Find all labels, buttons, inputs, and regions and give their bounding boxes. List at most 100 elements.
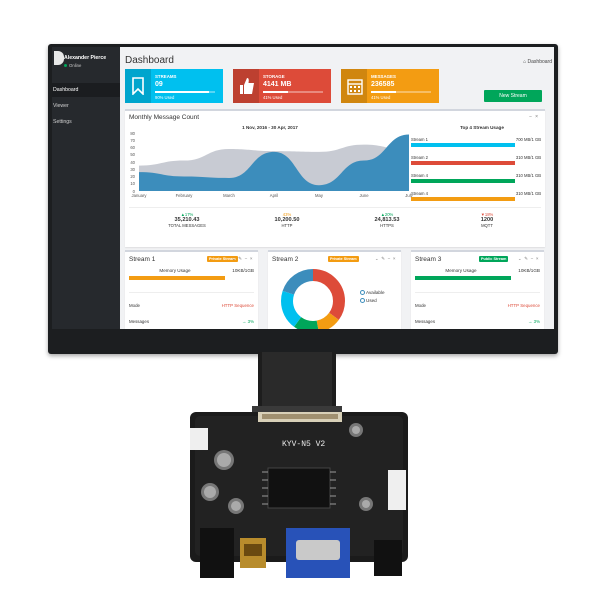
x-tick-label: April xyxy=(269,193,279,198)
sidebar-item-label: Settings xyxy=(53,119,72,125)
memory-label: Memory Usage xyxy=(159,268,191,273)
minimize-icon[interactable]: − xyxy=(530,256,536,261)
close-icon[interactable]: × xyxy=(535,256,541,261)
x-tick-label: January xyxy=(131,193,147,198)
footer-stat-number: 35,210.43 xyxy=(174,217,200,223)
footer-stat-change: ▼18% xyxy=(480,212,494,217)
chevron-down-icon[interactable]: ⌄ xyxy=(517,256,525,261)
footer-stat-caption: TOTAL MESSAGES xyxy=(168,223,206,228)
stream-badge: Public Stream xyxy=(479,256,509,262)
legend-label: Available xyxy=(366,290,385,295)
card-tools[interactable]: ⌄✎−× xyxy=(375,256,398,262)
y-tick-label: 20 xyxy=(130,174,135,179)
close-icon[interactable]: × xyxy=(249,256,255,261)
y-tick-label: 50 xyxy=(130,152,135,158)
sidebar-item-settings[interactable]: Settings xyxy=(52,115,120,129)
usage-value: 700 MB/1 GB xyxy=(515,137,541,142)
usage-value: 310 MB/1 GB xyxy=(515,191,541,196)
usage-name: Stream 1 xyxy=(411,137,428,142)
stat-box-storage[interactable]: STORAGE 4141 MB 41% Used xyxy=(233,69,331,103)
stat-label: STORAGE xyxy=(263,74,285,79)
usage-bar-fill xyxy=(411,179,515,183)
close-icon[interactable]: × xyxy=(392,256,398,261)
breadcrumb[interactable]: ⌂ Dashboard xyxy=(523,59,552,65)
online-dot-icon xyxy=(64,64,67,68)
stat-icon-cell xyxy=(233,69,259,103)
card-title: Stream 3 xyxy=(415,256,442,263)
y-tick-label: 0 xyxy=(132,188,135,194)
sidebar-item-viewer[interactable]: Viewer xyxy=(52,99,120,113)
footer-stat-change: 43% xyxy=(282,212,292,217)
card-title: Stream 1 xyxy=(129,256,156,263)
close-icon[interactable]: × xyxy=(535,114,541,120)
kv-key: Mode xyxy=(415,303,426,308)
card-tools[interactable]: ⌄✎−× xyxy=(518,256,541,262)
memory-bar-fill xyxy=(129,276,225,280)
stat-box-messages[interactable]: MESSAGES 236585 41% Used xyxy=(341,69,439,103)
footer-stat-change: ▲17% xyxy=(180,212,194,217)
kv-value: HTTP Sequence xyxy=(221,303,254,308)
legend-ring-icon xyxy=(360,290,365,296)
page-title: Dashboard xyxy=(125,55,174,66)
y-tick-label: 70 xyxy=(130,137,135,143)
usage-name: Stream 4 xyxy=(411,173,428,178)
stat-progress-fill xyxy=(371,91,396,93)
stat-value: 09 xyxy=(155,81,163,88)
panel-title: Monthly Message Count xyxy=(129,114,200,121)
stream-badge: Private Stream xyxy=(207,256,238,262)
legend-used: Used xyxy=(360,298,377,304)
series-area-2 xyxy=(139,134,409,191)
edit-icon[interactable]: ✎ xyxy=(524,256,531,261)
usage-title: Top 4 Stream Usage xyxy=(460,125,504,130)
stat-label: STREAMS xyxy=(155,74,177,79)
monthly-message-panel: Monthly Message Count −× 1 Nov, 2016 - 3… xyxy=(125,109,545,247)
stat-sub: 90% Used xyxy=(155,95,175,100)
usage-bar xyxy=(411,179,515,183)
power-jack xyxy=(200,528,234,578)
breadcrumb-label: Dashboard xyxy=(527,59,552,65)
usage-bar xyxy=(411,143,515,147)
avatar[interactable] xyxy=(54,51,64,65)
usage-bar-fill xyxy=(411,161,515,165)
thumbs-up-icon xyxy=(240,78,254,94)
legend-available: Available xyxy=(360,290,385,296)
donut-slice-5 xyxy=(281,269,345,329)
dashboard-screen: Alexander Pierce Online Dashboard Viewer… xyxy=(52,47,554,329)
panel-tools[interactable]: −× xyxy=(529,114,541,120)
sidebar-item-dashboard[interactable]: Dashboard xyxy=(52,83,120,97)
x-tick-label: May xyxy=(315,193,323,198)
kv-value: → 3% xyxy=(528,319,540,324)
new-stream-button[interactable]: New Stream xyxy=(484,90,542,102)
stream-badge: Private Stream xyxy=(328,256,359,262)
card-tools[interactable]: ⌄✎−× xyxy=(232,256,255,262)
card-title: Stream 2 xyxy=(272,256,299,263)
user-name: Alexander Pierce xyxy=(64,55,107,61)
collapse-icon[interactable]: − xyxy=(529,114,536,120)
memory-value: 10KB/1GB xyxy=(518,268,540,273)
stat-icon-cell xyxy=(125,69,151,103)
row-divider xyxy=(129,292,254,293)
edit-icon[interactable]: ✎ xyxy=(238,256,245,261)
memory-value: 10KB/1GB xyxy=(232,268,254,273)
calendar-icon xyxy=(347,79,363,95)
stat-label: MESSAGES xyxy=(371,74,396,79)
chevron-down-icon[interactable]: ⌄ xyxy=(231,256,239,261)
edit-icon[interactable]: ✎ xyxy=(381,256,388,261)
minimize-icon[interactable]: − xyxy=(244,256,250,261)
minimize-icon[interactable]: − xyxy=(387,256,393,261)
user-status-label: Online xyxy=(69,63,82,68)
donut-slice-3 xyxy=(281,269,345,329)
stream-card-2: Stream 2 Private Stream ⌄✎−× Available U… xyxy=(268,250,401,329)
footer-stat-number: 1200 xyxy=(480,217,494,223)
stat-box-streams[interactable]: STREAMS 09 90% Used xyxy=(125,69,223,103)
x-tick-label: February xyxy=(175,193,193,198)
chevron-down-icon[interactable]: ⌄ xyxy=(374,256,382,261)
stat-sub: 41% Used xyxy=(263,95,283,100)
footer-stat-number: 24,813.53 xyxy=(374,217,400,223)
sidebar-item-label: Viewer xyxy=(53,103,69,109)
